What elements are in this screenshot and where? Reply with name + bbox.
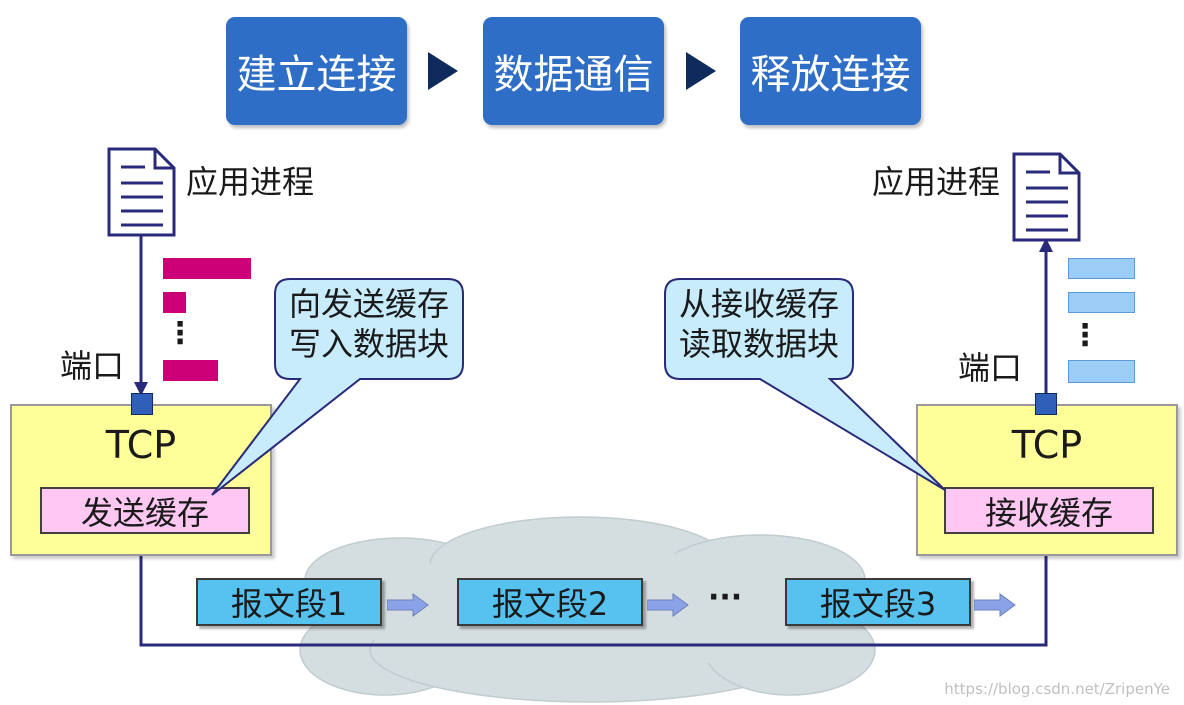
right-port [1035, 393, 1057, 415]
left-callout-text: 向发送缓存 写入数据块 [277, 284, 461, 364]
send-buffer: 发送缓存 [40, 487, 250, 534]
segment-1: 报文段1 [196, 578, 382, 626]
send-data-block [163, 292, 186, 313]
callout-line: 读取数据块 [678, 325, 839, 363]
left-port [131, 393, 153, 415]
right-callout-text: 从接收缓存 读取数据块 [667, 284, 851, 364]
left-port-label: 端口 [60, 347, 125, 385]
phase-release-connection: 释放连接 [740, 17, 921, 125]
arrow-right-icon [686, 52, 716, 90]
phase-label: 建立连接 [236, 52, 397, 98]
right-port-label: 端口 [958, 349, 1023, 387]
arrow-right-icon [387, 593, 429, 617]
right-ellipsis: ⋮ [1070, 318, 1100, 353]
document-icon [107, 147, 176, 237]
recv-data-block [1068, 292, 1135, 313]
callout-line: 写入数据块 [288, 325, 449, 363]
phase-label: 数据通信 [493, 52, 654, 98]
arrow-right-icon [428, 52, 458, 90]
tcp-title: TCP [105, 423, 177, 467]
receive-buffer: 接收缓存 [944, 487, 1154, 534]
send-data-block [163, 360, 218, 381]
left-process-label: 应用进程 [186, 163, 315, 201]
left-ellipsis: ⋮ [165, 316, 195, 351]
callout-line: 从接收缓存 [678, 285, 839, 323]
send-data-block [163, 258, 251, 279]
phase-establish-connection: 建立连接 [226, 17, 407, 125]
watermark: https://blog.csdn.net/ZripenYe [944, 680, 1170, 698]
arrow-right-icon [974, 593, 1016, 617]
right-tcp-box: TCP 接收缓存 [916, 404, 1178, 556]
document-icon [1012, 152, 1081, 242]
recv-data-block [1068, 258, 1135, 279]
arrow-right-icon [647, 593, 689, 617]
segment-gap: ··· [708, 580, 743, 615]
recv-data-block [1068, 360, 1135, 383]
tcp-title: TCP [1011, 423, 1083, 467]
segment-2: 报文段2 [457, 578, 643, 626]
phase-label: 释放连接 [750, 52, 911, 98]
segment-3: 报文段3 [785, 578, 971, 626]
phase-data-communication: 数据通信 [483, 17, 664, 125]
callout-line: 向发送缓存 [288, 285, 449, 323]
right-process-label: 应用进程 [872, 163, 1001, 201]
